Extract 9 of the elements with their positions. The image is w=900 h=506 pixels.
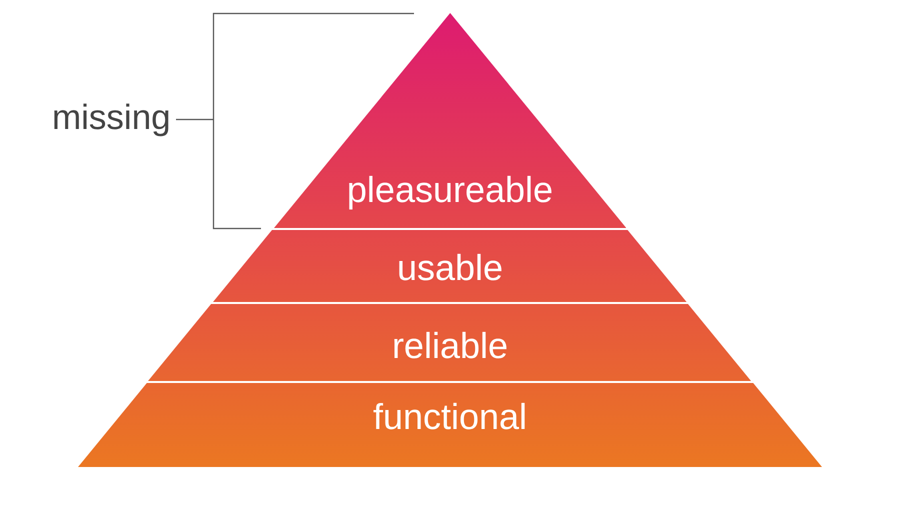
bracket-label: missing (52, 98, 171, 138)
tier-label: functional (372, 397, 528, 437)
pyramid-tier (148, 304, 752, 381)
tier-label: usable (396, 248, 504, 288)
tier-label: pleasureable (346, 170, 554, 210)
tier-label: reliable (392, 326, 508, 366)
pyramid-tier (274, 13, 626, 228)
pyramid-tier (78, 383, 822, 467)
pyramid-tier (213, 230, 687, 302)
